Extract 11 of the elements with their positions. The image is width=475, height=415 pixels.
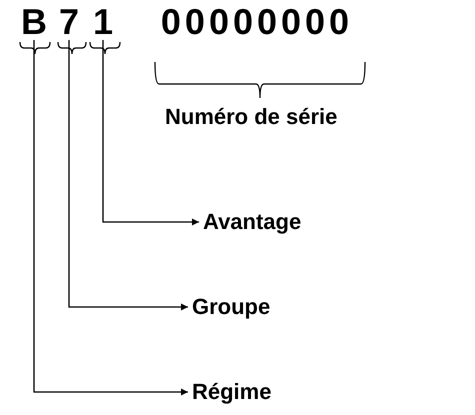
arrow — [102, 40, 199, 226]
code-character: B — [18, 4, 50, 40]
serial-digits: 00000000 — [150, 4, 364, 40]
arrow — [68, 40, 188, 310]
code-character: 7 — [56, 4, 82, 40]
field-label: Régime — [192, 379, 272, 405]
field-label: Avantage — [203, 209, 302, 235]
field-label: Groupe — [192, 294, 270, 320]
field-label: Numéro de série — [165, 104, 338, 130]
arrow — [33, 40, 188, 396]
code-character: 1 — [90, 4, 116, 40]
